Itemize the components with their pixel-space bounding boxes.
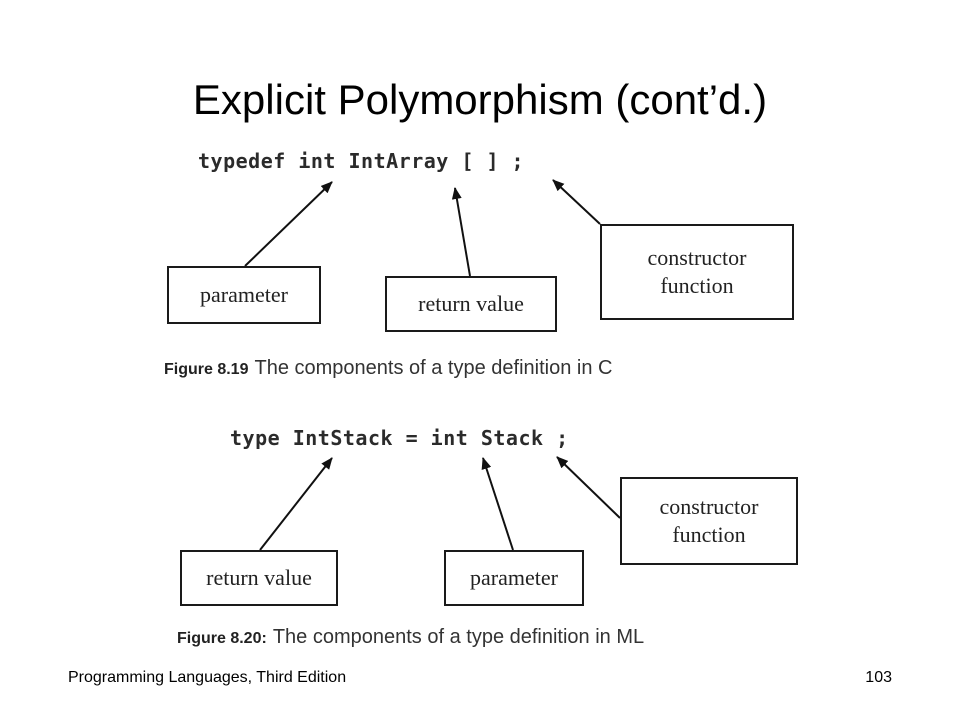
fig2-arrow-parameter [481, 457, 514, 551]
fig2-caption-number: Figure 8.20: [177, 630, 267, 647]
fig2-arrow-return-value [259, 457, 333, 551]
fig1-arrow-constructor [552, 179, 601, 225]
fig1-constructor-label-line2: function [660, 273, 734, 298]
fig1-arrow-return-value [451, 187, 471, 277]
fig1-parameter-box: parameter [167, 266, 321, 324]
fig1-constructor-label-line1: constructor [647, 245, 747, 270]
fig1-caption: Figure 8.19 The components of a type defi… [164, 355, 612, 383]
fig2-caption-text: The components of a type definition in M… [272, 626, 645, 648]
fig1-arrow-parameter [244, 181, 333, 267]
fig2-return-value-label: return value [206, 565, 312, 590]
fig2-return-value-box: return value [180, 550, 338, 606]
fig1-parameter-label: parameter [200, 282, 288, 307]
fig2-caption: Figure 8.20: The components of a type def… [177, 624, 644, 652]
fig2-constructor-label-line2: function [672, 522, 746, 547]
footer-page-number: 103 [865, 669, 892, 686]
fig1-return-value-box: return value [385, 276, 557, 332]
fig1-caption-number: Figure 8.19 [164, 361, 249, 378]
c-typedef-code: typedef int IntArray [ ] ; [198, 149, 525, 173]
fig1-return-value-label: return value [418, 291, 524, 316]
fig2-constructor-box: constructor function [620, 477, 798, 565]
fig2-arrow-constructor [556, 456, 621, 519]
fig1-constructor-box: constructor function [600, 224, 794, 320]
fig1-caption-text: The components of a type definition in C [254, 357, 613, 379]
ml-type-code: type IntStack = int Stack ; [230, 426, 569, 450]
fig2-constructor-label-line1: constructor [659, 494, 759, 519]
fig2-parameter-box: parameter [444, 550, 584, 606]
slide-title: Explicit Polymorphism (cont’d.) [192, 76, 768, 123]
fig2-parameter-label: parameter [470, 565, 558, 590]
footer-book-title: Programming Languages, Third Edition [68, 669, 347, 686]
